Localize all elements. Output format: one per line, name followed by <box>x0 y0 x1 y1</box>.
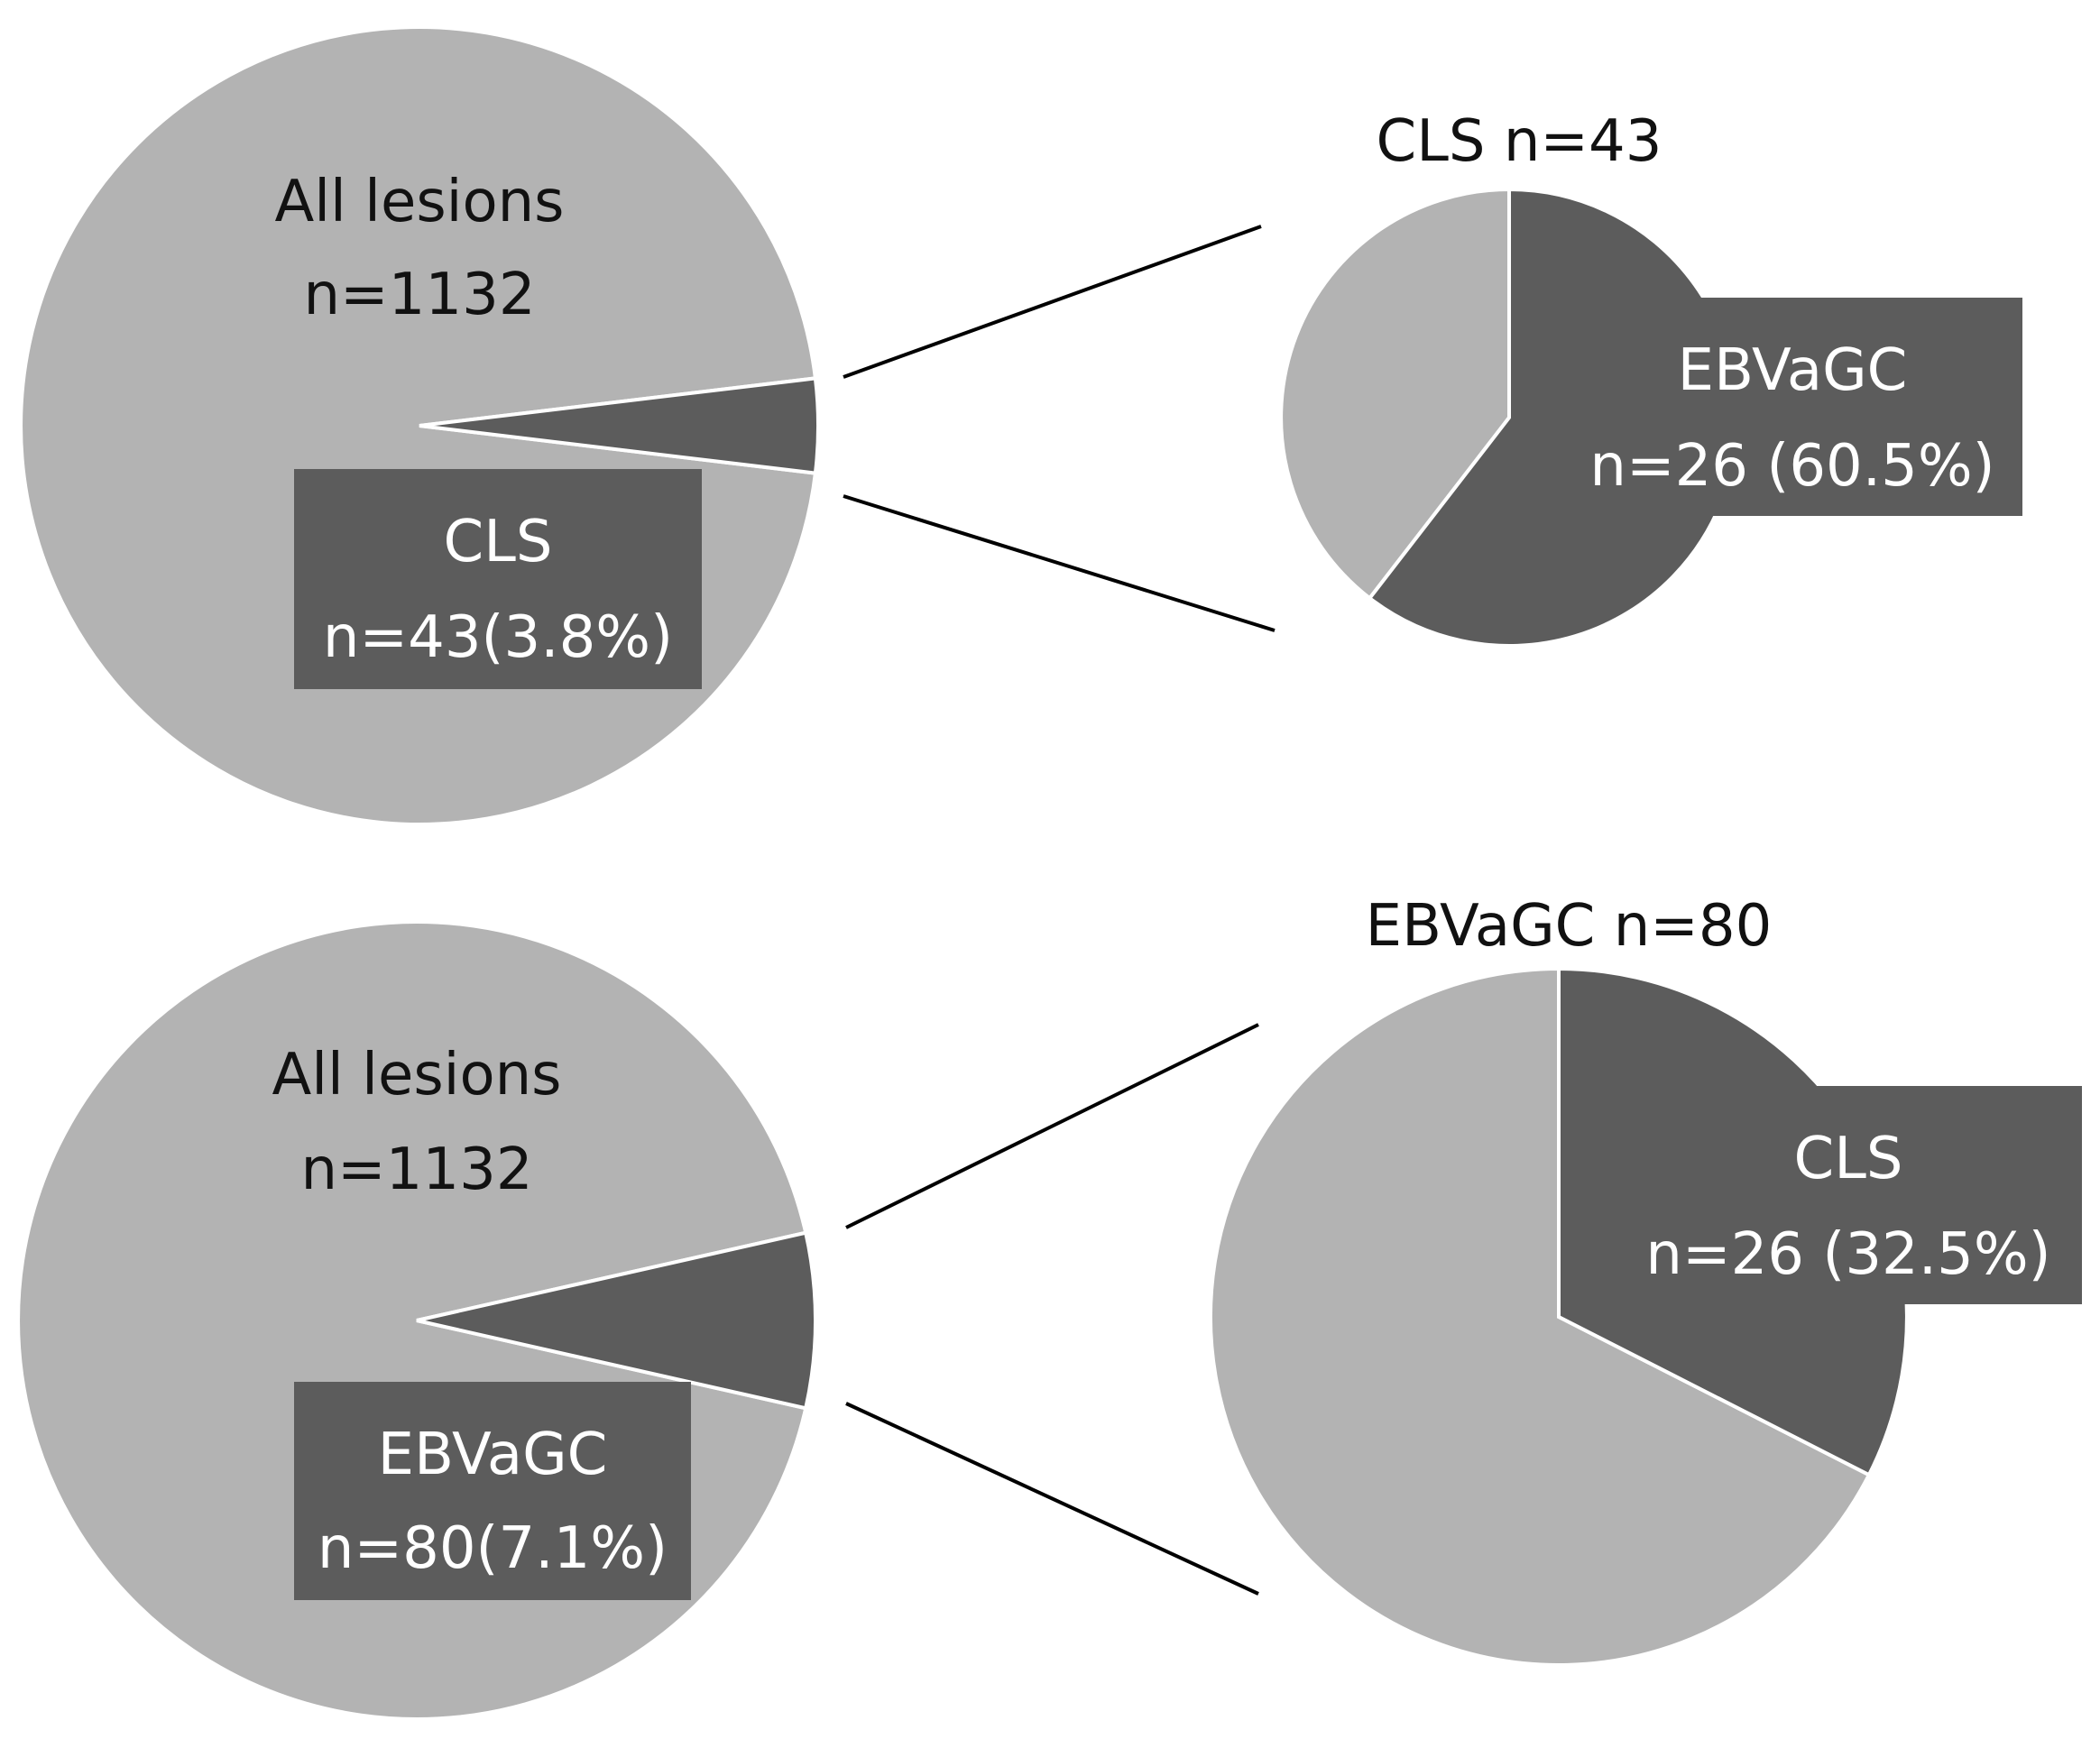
slice-label-value: n=43(3.8%) <box>323 604 673 671</box>
connector-line-lower <box>843 494 1276 632</box>
center-label-line1: All lesions <box>274 169 564 235</box>
slice-label-name: CLS <box>444 509 553 575</box>
label-box-ebvagc <box>1562 298 2022 516</box>
panel-bottom-right: EBVaGC n=80 CLS n=26 (32.5%) <box>1208 893 2082 1667</box>
sub-pie-title: CLS n=43 <box>1377 108 1662 175</box>
connector-line-lower <box>845 1402 1259 1596</box>
pie-slice-ebvagc <box>416 1230 818 1411</box>
sub-pie-title: EBVaGC n=80 <box>1366 893 1773 960</box>
center-label-line2: n=1132 <box>303 262 535 328</box>
connector-line-upper <box>843 225 1262 379</box>
slice-label-name: EBVaGC <box>1678 337 1908 404</box>
label-box-cls <box>1615 1086 2082 1304</box>
pie-slice-other <box>1208 966 1872 1667</box>
center-label-line2: n=1132 <box>300 1136 532 1203</box>
connector-line-upper <box>845 1023 1259 1229</box>
label-box-ebvagc <box>294 1382 691 1600</box>
center-label-line1: All lesions <box>272 1042 561 1109</box>
pie-slice-cls <box>419 376 820 475</box>
panel-bottom-left: All lesions n=1132 EBVaGC n=80(7.1%) <box>16 920 818 1721</box>
pie-slice-other <box>1279 187 1511 602</box>
slice-label-value: n=26 (32.5%) <box>1645 1221 2050 1288</box>
slice-label-value: n=80(7.1%) <box>318 1515 668 1582</box>
slice-label-name: CLS <box>1794 1126 1903 1192</box>
slice-label-value: n=26 (60.5%) <box>1589 433 1994 500</box>
label-box-cls <box>294 469 702 689</box>
panel-top-right: CLS n=43 EBVaGC n=26 (60.5%) <box>1279 108 2022 648</box>
slice-label-name: EBVaGC <box>378 1422 608 1488</box>
panel-top-left: All lesions n=1132 CLS n=43(3.8%) <box>19 25 820 826</box>
